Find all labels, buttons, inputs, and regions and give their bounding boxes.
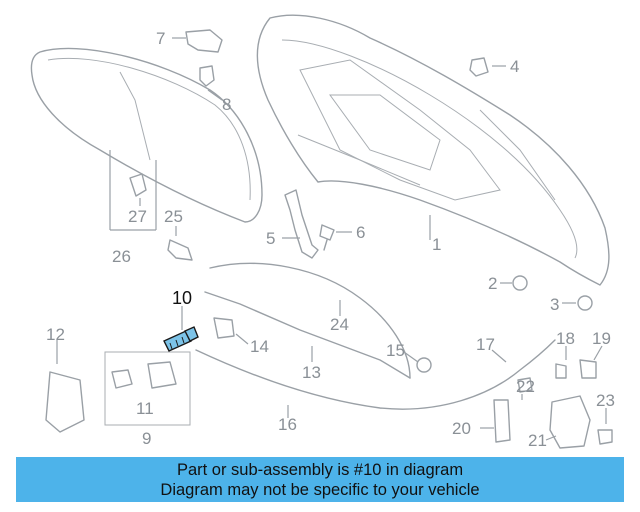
prop-rod[interactable]	[209, 262, 411, 379]
callout-17: 17	[476, 335, 495, 354]
hinge-bolt[interactable]	[319, 224, 335, 251]
callout-2: 2	[488, 274, 497, 293]
callout-labels: 1 2 3 4 5 6 7 8 9 10 11 12 13 14 15 16 1…	[46, 29, 615, 450]
grommet[interactable]	[416, 357, 432, 373]
hood-latch[interactable]	[549, 395, 591, 449]
lift-support[interactable]	[213, 317, 235, 339]
callout-10: 10	[172, 288, 192, 308]
small-bracket[interactable]	[597, 429, 613, 445]
latch-bolt[interactable]	[517, 377, 533, 393]
prop-rod-upper[interactable]	[204, 291, 411, 379]
callout-13: 13	[302, 363, 321, 382]
banner-line-2: Diagram may not be specific to your vehi…	[160, 481, 480, 499]
callout-26: 26	[112, 247, 131, 266]
callout-21: 21	[528, 431, 547, 450]
callout-16: 16	[278, 415, 297, 434]
callout-9: 9	[142, 429, 151, 448]
callout-20: 20	[452, 419, 471, 438]
hood-insulator[interactable]	[30, 47, 263, 223]
clip[interactable]	[199, 65, 215, 87]
insulator-clip[interactable]	[129, 173, 147, 197]
latch-cover-2[interactable]	[147, 361, 177, 389]
hood-hinge[interactable]	[284, 189, 319, 259]
cable-clip[interactable]	[555, 363, 567, 379]
info-banner: Part or sub-assembly is #10 in diagram D…	[16, 457, 624, 502]
callout-23: 23	[596, 391, 615, 410]
callout-5: 5	[266, 229, 275, 248]
seal[interactable]	[167, 239, 193, 261]
callout-6: 6	[356, 223, 365, 242]
banner-line-1: Part or sub-assembly is #10 in diagram	[176, 461, 464, 479]
callout-11: 11	[136, 399, 154, 418]
bumper-3[interactable]	[577, 295, 593, 311]
callout-18: 18	[556, 329, 575, 348]
bracket[interactable]	[185, 29, 223, 53]
callout-8: 8	[222, 95, 231, 114]
parts-diagram: 1 2 3 4 5 6 7 8 9 10 11 12 13 14 15 16 1…	[30, 14, 615, 450]
release-cable[interactable]	[195, 339, 556, 410]
callout-19: 19	[592, 329, 611, 348]
release-handle[interactable]	[493, 399, 511, 443]
latch-cover[interactable]	[111, 369, 133, 389]
callout-1: 1	[432, 235, 441, 254]
cable-clip-2[interactable]	[579, 359, 597, 379]
bumper-2[interactable]	[512, 275, 528, 291]
callout-25: 25	[164, 207, 183, 226]
callout-3: 3	[550, 295, 559, 314]
callout-27: 27	[128, 207, 147, 226]
bumper[interactable]	[469, 57, 489, 77]
callout-15: 15	[386, 341, 405, 360]
callout-12: 12	[46, 325, 65, 344]
callout-4: 4	[510, 57, 519, 76]
leader-lines	[56, 37, 607, 441]
latch-support[interactable]	[45, 371, 85, 433]
hood-panel[interactable]	[256, 14, 610, 286]
bolt-10-highlight[interactable]	[163, 326, 199, 352]
callout-7: 7	[156, 29, 165, 48]
group-9-box	[104, 351, 191, 426]
callout-14: 14	[250, 337, 269, 356]
callout-24: 24	[330, 315, 349, 334]
callout-22: 22	[516, 377, 535, 396]
